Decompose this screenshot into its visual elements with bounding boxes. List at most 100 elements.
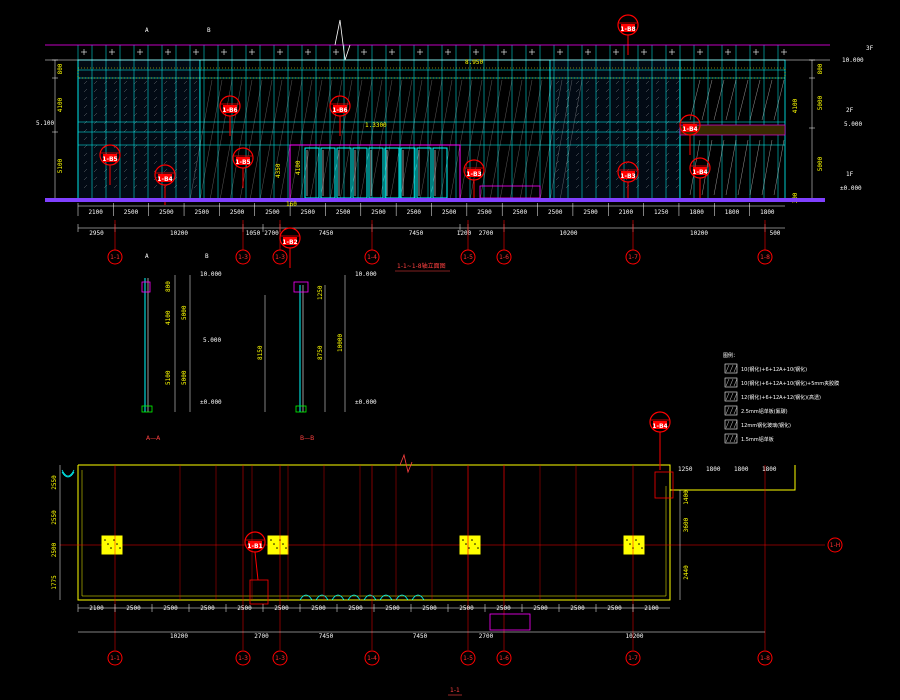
hatch-left	[143, 176, 148, 181]
hatch-left	[143, 168, 148, 173]
reflection	[725, 79, 737, 121]
plan-door-swing	[315, 594, 329, 601]
plan-column-speck	[285, 547, 287, 549]
section-b-dim-4: 10000	[337, 334, 344, 352]
spandrel-band	[77, 67, 786, 79]
plan-top-dim: 1800	[734, 466, 749, 473]
legend-swatch	[724, 419, 738, 430]
hatch-left	[93, 152, 98, 157]
hatch-left	[193, 104, 198, 109]
section-b-caption: B—B	[300, 435, 314, 442]
plan-column	[267, 535, 289, 555]
hatch-right	[615, 88, 620, 93]
elev-axis-bubble-label: 1-5	[463, 254, 473, 261]
hatch-right	[625, 104, 630, 109]
hatch-center	[289, 79, 313, 201]
hatch-left	[133, 144, 138, 149]
elevation-tag-fill	[683, 124, 697, 132]
hatch-left	[163, 96, 168, 101]
hatch-right	[585, 160, 590, 165]
hatch-right	[585, 136, 590, 141]
legend-swatch-hatch	[725, 378, 730, 387]
elevation-tag-fill	[693, 167, 707, 175]
hatch-right	[675, 144, 680, 149]
hatch-left	[133, 88, 138, 93]
hatch-left	[133, 160, 138, 165]
hatch-left	[113, 168, 118, 173]
section-a-head	[141, 281, 151, 293]
hatch-left	[153, 88, 158, 93]
hatch-right	[615, 128, 620, 133]
section-b-b: 1250 8150 8750 10000 10.000 ±0.000 B—B	[257, 271, 377, 442]
plan-column-speck	[638, 543, 640, 545]
plan-axis-bubble-label: 1-3	[275, 655, 285, 662]
hatch-right	[655, 96, 660, 101]
hatch-right	[555, 112, 560, 117]
hatch-left	[163, 136, 168, 141]
hatch-left	[83, 136, 88, 141]
elev-right-dim: 5000	[817, 95, 824, 110]
hatch-right	[585, 120, 590, 125]
level-bottom: ±0.000	[840, 185, 862, 192]
elev-axis-bubble-circle	[496, 249, 512, 265]
hatch-right	[565, 112, 570, 117]
section-a-dim-3: 5000	[181, 305, 188, 320]
hatch-right	[675, 104, 680, 109]
elev-axis-bubble-circle	[364, 249, 380, 265]
legend-swatch-hatch	[729, 392, 734, 401]
plan-right-dim: 3600	[683, 517, 690, 532]
legend-swatch-hatch	[725, 392, 730, 401]
hatch-right	[645, 136, 650, 141]
hatch-left	[103, 80, 108, 85]
hatch-left	[103, 136, 108, 141]
hatch-right	[565, 144, 570, 149]
hatch-left	[133, 128, 138, 133]
plan-door-swing	[395, 594, 409, 601]
legend-swatch-hatch	[725, 420, 730, 429]
hatch-right	[585, 96, 590, 101]
elevation-panel-right	[549, 59, 681, 201]
hatch-center	[439, 79, 463, 201]
hatch-left	[153, 184, 158, 189]
elev-top-dim: 1800	[760, 209, 775, 216]
hatch-right	[585, 112, 590, 117]
hatch-left	[83, 168, 88, 173]
hatch-right	[675, 112, 680, 117]
hatch-right	[605, 152, 610, 157]
hatch-right	[645, 176, 650, 181]
hatch-left	[193, 184, 198, 189]
plan-break-symbol	[399, 453, 413, 474]
hatch-left	[133, 168, 138, 173]
hatch-left	[163, 144, 168, 149]
hatch-left	[123, 176, 128, 181]
plan-column-speck	[477, 547, 479, 549]
elev-axis-bubble-circle	[625, 249, 641, 265]
hatch-left	[153, 136, 158, 141]
hatch-center	[199, 79, 223, 201]
hatch-right	[565, 152, 570, 157]
hatch-left	[143, 112, 148, 117]
elev-top-dim: 2100	[88, 209, 103, 216]
section-mark-b-bottom: B	[205, 253, 209, 260]
hatch-left	[123, 80, 128, 85]
hatch-left	[183, 104, 188, 109]
elev-mid-dim: 1050	[246, 230, 261, 237]
hatch-left	[113, 104, 118, 109]
hatch-center	[449, 79, 473, 201]
plan-top-dim: 1800	[706, 466, 721, 473]
hatch-right	[655, 152, 660, 157]
hatch-right	[565, 96, 570, 101]
hatch-center	[519, 79, 543, 201]
legend-items: 10(钢化)+6+12A+10(钢化)10(钢化)+6+12A+10(钢化)+5…	[724, 363, 839, 444]
hatch-left	[153, 128, 158, 133]
hatch-center	[379, 79, 403, 201]
hatch-right	[595, 112, 600, 117]
hatch-center	[309, 79, 333, 201]
elev-top-dim: 2500	[124, 209, 139, 216]
hatch-right	[555, 160, 560, 165]
hatch-right	[665, 128, 670, 133]
hatch-right	[655, 104, 660, 109]
hatch-left	[113, 128, 118, 133]
plan-door-swing	[347, 594, 361, 601]
